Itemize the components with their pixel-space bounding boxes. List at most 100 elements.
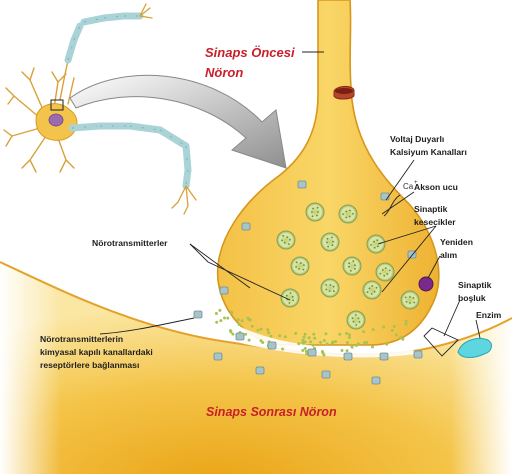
channel xyxy=(297,180,307,189)
pre-synaptic-title-line2: Nöron xyxy=(205,65,243,80)
neurotransmitter-dot xyxy=(345,331,348,335)
label-voltage-channels-2: Kalsiyum Kanalları xyxy=(390,147,467,157)
vesicle xyxy=(305,202,325,222)
neurotransmitter-dot xyxy=(319,340,323,344)
neurotransmitter-dot xyxy=(363,341,366,345)
vesicle xyxy=(346,310,366,330)
label-reuptake-1: Yeniden xyxy=(440,237,473,247)
neurotransmitter-dot xyxy=(305,352,309,356)
neurotransmitter-dot xyxy=(297,342,301,346)
neurotransmitter-dot xyxy=(365,341,369,344)
neurotransmitter-dot xyxy=(250,324,254,328)
neurotransmitter-dot xyxy=(382,325,386,329)
channel xyxy=(235,332,245,341)
neurotransmitter-dot xyxy=(404,319,408,323)
neurotransmitter-dot xyxy=(345,341,349,344)
neurotransmitter-dot xyxy=(278,334,282,338)
channel xyxy=(241,222,251,231)
neurotransmitter-dot xyxy=(350,345,354,349)
neurotransmitter-dot xyxy=(303,340,307,344)
channel xyxy=(193,310,203,319)
neurotransmitter-dot xyxy=(371,328,375,332)
vesicle xyxy=(320,278,340,298)
neurotransmitter-dot xyxy=(313,336,317,340)
neurotransmitter-dot xyxy=(230,311,234,315)
label-voltage-channels-1: Voltaj Duyarlı xyxy=(390,134,444,144)
neurotransmitter-dot xyxy=(340,349,344,352)
vesicle xyxy=(276,230,296,250)
vesicle xyxy=(320,232,340,252)
channel xyxy=(321,370,331,379)
vesicle xyxy=(342,256,362,276)
channel xyxy=(213,352,223,361)
neurotransmitter-dot xyxy=(247,338,251,342)
neurotransmitter-dot xyxy=(404,322,408,326)
neurotransmitter-dot xyxy=(392,325,396,328)
channel xyxy=(371,376,381,385)
neurotransmitter-dot xyxy=(214,312,218,315)
neurotransmitter-dot xyxy=(345,349,349,353)
neurotransmitter-dot xyxy=(218,308,222,312)
neurotransmitter-dot xyxy=(228,329,232,333)
neurotransmitter-dot xyxy=(303,332,307,336)
channel xyxy=(267,341,277,350)
neurotransmitter-dot xyxy=(307,336,311,340)
neurotransmitter-dot xyxy=(266,328,270,332)
vesicle xyxy=(375,262,395,282)
neurotransmitter-dot xyxy=(338,332,342,336)
neurotransmitter-dot xyxy=(347,333,351,337)
pre-synaptic-terminal xyxy=(206,0,440,358)
neurotransmitter-dot xyxy=(331,341,334,345)
label-cleft-1: Sinaptik xyxy=(458,280,492,290)
membrane-channels xyxy=(193,180,423,385)
enzyme-shape xyxy=(457,338,492,358)
neurotransmitter-dot xyxy=(347,336,351,339)
vesicle xyxy=(362,280,382,300)
neurotransmitter-dot xyxy=(302,335,306,339)
label-calcium-charge: + xyxy=(414,180,418,186)
label-binding-3: reseptörlere bağlanması xyxy=(40,360,139,370)
channel xyxy=(343,352,353,361)
neurotransmitter-dot xyxy=(324,332,328,336)
neurotransmitter-dot xyxy=(394,333,398,337)
neurotransmitter-dot xyxy=(356,342,360,346)
label-reuptake-2: alım xyxy=(440,250,458,260)
neurotransmitter-dot xyxy=(269,334,273,338)
neurotransmitter-dot xyxy=(301,338,305,342)
vesicle xyxy=(338,204,358,224)
label-enzyme: Enzim xyxy=(476,310,502,320)
neurotransmitter-dot xyxy=(334,340,338,344)
label-neurotransmitters: Nörotransmitterler xyxy=(92,238,168,248)
channel xyxy=(379,352,389,361)
neurotransmitter-dot xyxy=(283,335,287,339)
neurotransmitter-dot xyxy=(223,316,226,320)
neurotransmitter-dot xyxy=(231,332,235,336)
vesicle xyxy=(290,256,310,276)
channel xyxy=(307,348,317,357)
synaptic-vesicles xyxy=(276,202,420,330)
neurotransmitter-dot xyxy=(362,330,366,334)
small-neuron-icon xyxy=(3,3,197,215)
neurotransmitter-dot xyxy=(398,336,402,340)
label-vesicles-2: kesecikler xyxy=(414,217,456,227)
neurotransmitter-dot xyxy=(259,339,263,343)
neurotransmitter-dots xyxy=(214,308,408,357)
label-binding-2: kimyasal kapılı kanallardaki xyxy=(40,347,153,357)
neurotransmitter-dot xyxy=(385,342,389,346)
neurotransmitter-dot xyxy=(354,344,358,347)
channel xyxy=(219,286,229,295)
neurotransmitter-dot xyxy=(215,320,219,324)
neurotransmitter-dot xyxy=(240,319,244,323)
neurotransmitter-dot xyxy=(226,316,230,320)
neurotransmitter-dot xyxy=(301,348,305,352)
neurotransmitter-dot xyxy=(309,340,313,344)
neurotransmitter-dot xyxy=(311,343,315,347)
neurotransmitter-dot xyxy=(401,337,405,341)
neurotransmitter-dot xyxy=(303,347,307,350)
post-synaptic-title: Sinaps Sonrası Nöron xyxy=(206,405,337,419)
neurotransmitter-dot xyxy=(371,345,374,349)
label-axon-terminal: Akson ucu xyxy=(414,182,458,192)
channel xyxy=(413,350,423,359)
channel xyxy=(255,366,265,375)
